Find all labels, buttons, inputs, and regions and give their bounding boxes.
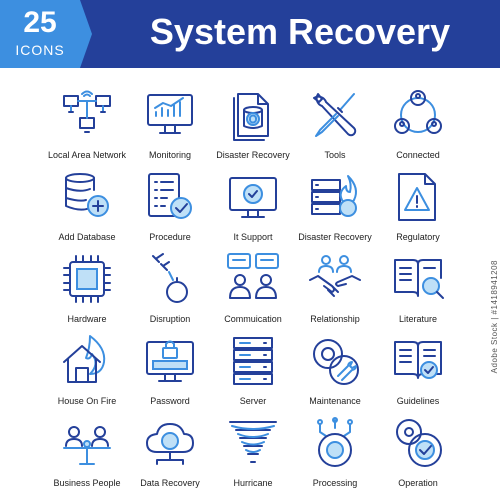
monitor-lock-icon [146, 340, 194, 382]
icon-label: Disruption [149, 314, 191, 324]
server-fire-icon [311, 175, 357, 217]
chip-icon [63, 255, 111, 303]
icon-label: Data Recovery [140, 478, 200, 488]
gear-wrench-icon [313, 339, 359, 385]
icon-label: Hardware [67, 314, 107, 324]
icon-label: Connected [396, 150, 440, 160]
icon-label: Regulatory [396, 232, 440, 242]
book-check-icon [394, 341, 442, 379]
icon-label: Disaster Recovery [216, 150, 290, 160]
server-rack-icon [233, 337, 273, 385]
badge-arrow [80, 0, 92, 68]
icon-count-label: ICONS [15, 42, 65, 58]
icon-cell: Processing [290, 404, 380, 488]
icon-cell: Guidelines [373, 322, 463, 406]
warning-document-icon [398, 173, 436, 221]
icon-label: Operation [398, 478, 438, 488]
computer-gear-icon [229, 177, 277, 218]
wrench-screwdriver-icon [313, 93, 357, 137]
stock-watermark: Adobe Stock | #1418941208 [490, 260, 499, 374]
icon-label: House On Fire [57, 396, 117, 406]
icon-cell: Business People [42, 404, 132, 488]
icon-cell: Data Recovery [125, 404, 215, 488]
icon-cell: Disaster Recovery [290, 158, 380, 242]
icon-cell: Disaster Recovery [208, 76, 298, 160]
icon-label: Disaster Recovery [298, 232, 372, 242]
icon-cell: Literature [373, 240, 463, 324]
icon-cell: Relationship [290, 240, 380, 324]
icon-label: Tools [324, 150, 346, 160]
icon-cell: Tools [290, 76, 380, 160]
icon-cell: Regulatory [373, 158, 463, 242]
icon-cell: Maintenance [290, 322, 380, 406]
icon-label: Local Area Network [47, 150, 127, 160]
icon-label: Maintenance [309, 396, 361, 406]
connected-people-icon [394, 90, 442, 134]
icon-count: 25 [23, 6, 57, 39]
icon-count-badge: 25 ICONS [0, 0, 80, 68]
icon-label: Monitoring [148, 150, 192, 160]
icon-label: Relationship [310, 314, 360, 324]
database-gear-icon [65, 173, 109, 217]
icon-cell: Hardware [42, 240, 132, 324]
icon-cell: Hurricane [208, 404, 298, 488]
tornado-icon [229, 421, 277, 463]
icon-cell: It Support [208, 158, 298, 242]
document-recovery-icon [233, 93, 269, 141]
processing-gear-icon [317, 417, 353, 467]
icon-label: It Support [233, 232, 273, 242]
network-icon [63, 90, 111, 133]
header-banner: 25 ICONS System Recovery [0, 0, 500, 68]
icon-cell: Commuication [208, 240, 298, 324]
icon-cell: Password [125, 322, 215, 406]
icon-cell: Server [208, 322, 298, 406]
icon-label: Commuication [224, 314, 282, 324]
icon-label: Password [150, 396, 190, 406]
icon-cell: Procedure [125, 158, 215, 242]
icon-label: Procedure [149, 232, 191, 242]
icon-cell: House On Fire [42, 322, 132, 406]
icon-label: Guidelines [396, 396, 440, 406]
cloud-recovery-icon [146, 423, 194, 465]
chain-bomb-icon [152, 253, 188, 303]
icon-cell: Disruption [125, 240, 215, 324]
house-fire-icon [63, 335, 106, 383]
icon-cell: Operation [373, 404, 463, 488]
icon-cell: Local Area Network [42, 76, 132, 160]
balance-people-icon [63, 426, 111, 465]
icon-label: Hurricane [233, 478, 273, 488]
icon-label: Business People [53, 478, 121, 488]
icon-grid: Local Area Network Monitoring Disaster R… [0, 68, 500, 500]
page-title: System Recovery [149, 11, 451, 52]
gears-check-icon [396, 419, 442, 467]
checklist-gear-icon [148, 173, 192, 219]
icon-label: Processing [312, 478, 358, 488]
book-search-icon [394, 259, 444, 299]
icon-cell: Monitoring [125, 76, 215, 160]
icon-cell: Add Database [42, 158, 132, 242]
icon-label: Add Database [58, 232, 116, 242]
chat-people-icon [227, 253, 279, 299]
monitor-chart-icon [147, 94, 193, 134]
icon-cell: Connected [373, 76, 463, 160]
icon-label: Literature [398, 314, 438, 324]
icon-label: Server [239, 396, 267, 406]
handshake-icon [309, 255, 361, 297]
